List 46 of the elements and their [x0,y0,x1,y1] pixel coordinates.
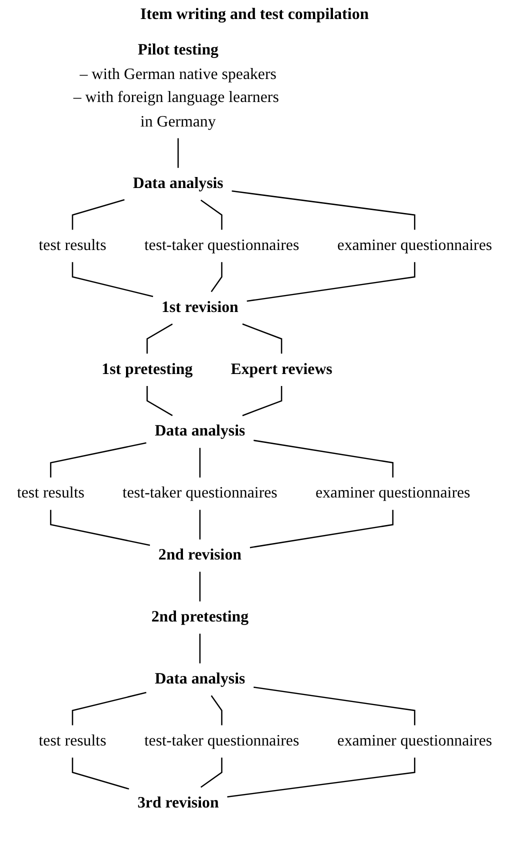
connector [72,692,146,726]
connector [254,686,416,726]
node-text: examiner questionnaires [337,732,492,750]
node-text: Expert reviews [230,361,332,378]
connector [199,510,201,540]
node-text: test-taker questionnaires [144,732,300,750]
connector [250,510,394,548]
connector [72,199,125,230]
node-text: test results [16,484,84,502]
node-text: examiner questionnaires [315,484,470,502]
connector [146,323,173,354]
connector [72,262,154,298]
connector [210,695,222,726]
connector [254,440,394,478]
connector [242,386,282,416]
connector [72,758,130,790]
connector [199,634,201,664]
node-text: 1st revision [161,299,238,316]
connector [227,758,416,798]
diagram-title: Item writing and test compilation [139,6,370,24]
node-text: 1st pretesting [102,361,193,378]
node-text: Pilot testing – with German native speakers – with foreign language learners in Germany [73,42,279,130]
connector [50,442,146,478]
connector [246,262,416,302]
node-text: test results [38,732,106,750]
node-text: examiner questionnaires [337,237,492,254]
connector [177,138,179,168]
connector [242,323,282,354]
node-text: 2nd pretesting [151,608,249,626]
connector [200,758,222,788]
connector [50,510,150,546]
node-text: test-taker questionnaires [122,484,278,502]
node-text: Data analysis [154,670,246,688]
node-text: Data analysis [154,423,246,440]
connector [200,200,222,230]
connector [146,386,173,416]
connector [210,262,222,292]
node-text: test results [38,237,106,254]
node-text: 2nd revision [158,546,242,564]
node-text: test-taker questionnaires [144,237,300,254]
connector [232,190,416,230]
node-text: Data analysis [132,175,224,192]
connector [199,572,201,602]
node-text: 3rd revision [137,794,219,812]
connector [199,448,201,478]
flow-diagram: Pilot testing – with German native speakers – with foreign language learners in Germany Data analysis test results test-taker questionnaires examiner questionnaires 1st revision 1st pretesting Expert reviews Data analysis test results test-taker questionnaires examiner questionnaires 2nd revision 2nd pretesting Data analysis test results test-taker questionnaires examiner questionnaires 3rd revision [0,26,509,828]
